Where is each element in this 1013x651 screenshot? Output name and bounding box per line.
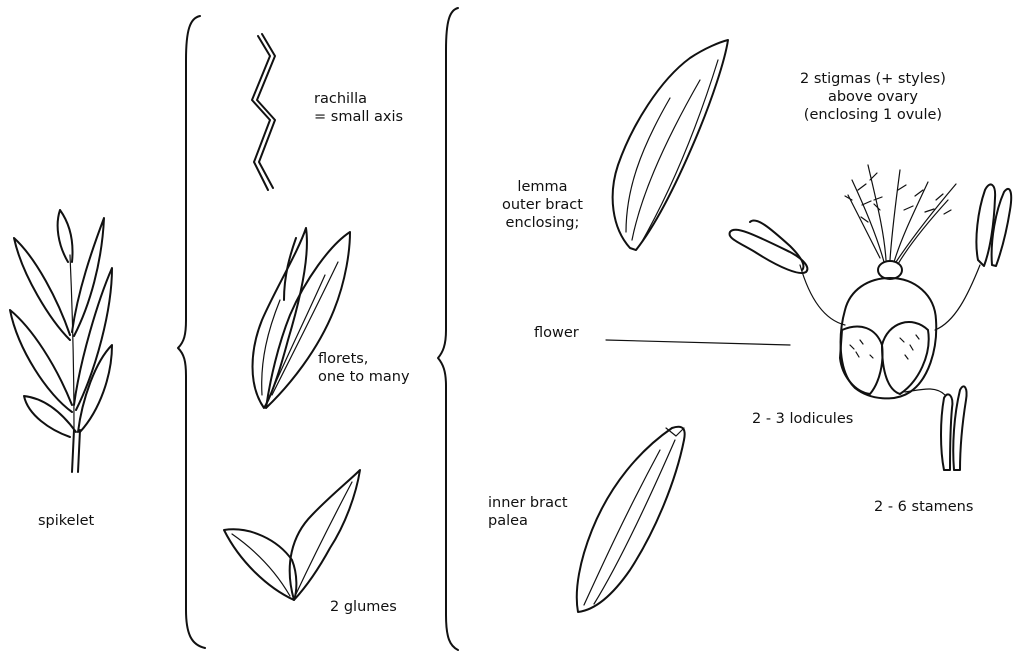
label-palea-line-1: inner bract (488, 494, 568, 512)
lemma-drawing (613, 40, 728, 250)
label-stigmas-line-1: 2 stigmas (+ styles) (800, 70, 946, 88)
label-flower: flower (534, 324, 579, 342)
label-florets-line-2: one to many (318, 368, 410, 386)
label-rachilla-line-1: rachilla (314, 90, 403, 108)
spikelet-drawing (10, 210, 112, 472)
label-lemma-line-3: enclosing; (502, 214, 583, 232)
palea-drawing (577, 427, 685, 612)
label-spikelet: spikelet (38, 512, 94, 530)
label-palea-line-2: palea (488, 512, 568, 530)
label-florets: florets, one to many (318, 350, 410, 386)
label-stigmas-line-2: above ovary (800, 88, 946, 106)
glumes-drawing (224, 470, 360, 600)
label-rachilla-line-2: = small axis (314, 108, 403, 126)
label-stigmas-line-3: (enclosing 1 ovule) (800, 106, 946, 124)
label-lemma: lemma outer bract enclosing; (502, 178, 583, 232)
label-palea: inner bract palea (488, 494, 568, 530)
label-lemma-line-1: lemma (502, 178, 583, 196)
right-brace (438, 8, 458, 650)
label-stamens: 2 - 6 stamens (874, 498, 973, 516)
label-stigmas: 2 stigmas (+ styles) above ovary (enclos… (800, 70, 946, 124)
label-glumes: 2 glumes (330, 598, 397, 616)
rachilla-drawing (252, 34, 275, 190)
label-lemma-line-2: outer bract (502, 196, 583, 214)
label-florets-line-1: florets, (318, 350, 410, 368)
label-lodicules: 2 - 3 lodicules (752, 410, 853, 428)
label-rachilla: rachilla = small axis (314, 90, 403, 126)
flower-pointer-line (606, 340, 790, 345)
left-brace (178, 16, 205, 648)
